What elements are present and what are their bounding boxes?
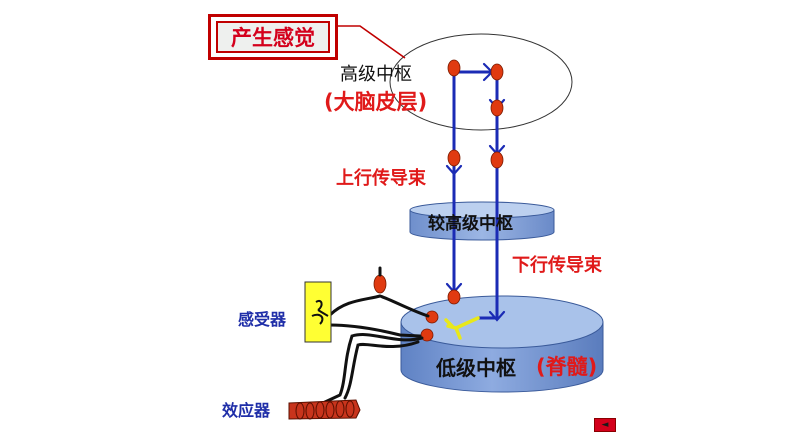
sensation-label-box: 产生感觉 <box>208 14 338 60</box>
back-button[interactable]: ◄ <box>594 418 616 432</box>
back-arrow-icon: ◄ <box>601 420 609 430</box>
effector-label: 效应器 <box>222 401 271 420</box>
receptor-box <box>304 281 332 343</box>
mid-center-cylinder <box>409 201 555 241</box>
higher-center-label: 高级中枢 <box>340 64 412 85</box>
cortex-ellipse <box>389 33 573 131</box>
cerebral-cortex-label: (大脑皮层) <box>324 90 428 114</box>
sensory-fibre <box>328 266 430 338</box>
lower-center-label: 低级中枢 <box>436 356 516 380</box>
receptor-label: 感受器 <box>238 310 287 329</box>
mid-center-label: 较高级中枢 <box>428 214 513 234</box>
sensation-label: 产生感觉 <box>216 21 330 53</box>
spinal-cord-label: (脊髓) <box>536 355 598 379</box>
neuron-bodies <box>373 59 504 342</box>
interneuron <box>444 316 480 340</box>
spinal-cord-cylinder <box>400 295 604 393</box>
effector-muscle <box>288 399 361 420</box>
descending-tract-label: 下行传导束 <box>512 255 602 276</box>
ascending-tract-label: 上行传导束 <box>336 168 426 189</box>
label-connector-line <box>338 25 406 59</box>
motor-fibre <box>323 333 424 404</box>
ascending-nerve-pathway <box>452 70 494 302</box>
